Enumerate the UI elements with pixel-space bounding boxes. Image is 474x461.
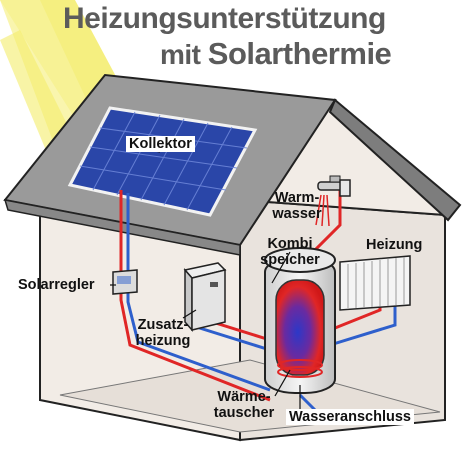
label-zusatzheizung-line2: heizung — [135, 333, 191, 349]
label-warmwasser-line1: Warm- — [274, 190, 320, 206]
label-zusatzheizung: Zusatz- heizung — [128, 317, 198, 349]
radiator — [339, 255, 411, 311]
label-kombispeicher: Kombi speicher — [250, 236, 330, 268]
solar-controller-box — [112, 269, 138, 295]
label-heizung: Heizung — [366, 237, 423, 253]
faucet-icon — [315, 175, 351, 227]
label-zusatzheizung-line1: Zusatz- — [137, 317, 189, 333]
combi-storage-tank — [264, 247, 336, 394]
diagram-title-main: Solarthermie — [207, 36, 392, 71]
label-warmwasser: Warm- wasser — [262, 190, 332, 222]
diagram-title-line1: Heizungsunterstützung — [63, 2, 386, 35]
diagram-title-line2: mit Solarthermie — [160, 36, 392, 72]
label-waermetauscher-line1: Wärme- — [217, 389, 271, 405]
label-waermetauscher-line2: tauscher — [213, 405, 275, 421]
label-wasseranschluss: Wasseranschluss — [286, 409, 414, 425]
label-kombispeicher-line2: speicher — [260, 252, 320, 268]
diagram-title-prefix: mit — [160, 39, 201, 70]
label-warmwasser-line2: wasser — [272, 206, 322, 222]
auxiliary-heater-unit — [183, 262, 227, 332]
label-kollektor: Kollektor — [126, 136, 195, 152]
label-solarregler: Solarregler — [18, 277, 95, 293]
label-waermetauscher: Wärme- tauscher — [204, 389, 284, 421]
label-kombispeicher-line1: Kombi — [267, 236, 313, 252]
solar-collector-panel — [67, 106, 258, 217]
